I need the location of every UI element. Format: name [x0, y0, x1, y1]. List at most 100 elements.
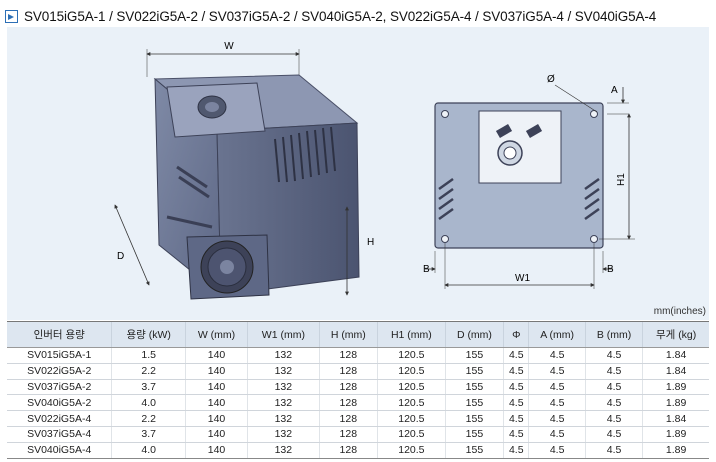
value-cell: 140 — [184, 394, 248, 412]
column-header: H1 (mm) — [376, 321, 446, 348]
value-cell: 4.5 — [503, 347, 529, 364]
value-cell: 140 — [184, 347, 248, 364]
isometric-view: W — [114, 41, 374, 300]
title-row: SV015iG5A-1 / SV022iG5A-2 / SV037iG5A-2 … — [5, 5, 656, 27]
column-header: A (mm) — [528, 321, 586, 348]
value-cell: 1.89 — [642, 426, 709, 443]
value-cell: 128 — [318, 410, 378, 427]
value-cell: 155 — [444, 394, 504, 412]
label-w: W — [224, 41, 234, 52]
value-cell: 4.5 — [528, 410, 586, 427]
label-a: A — [611, 85, 618, 96]
arrow-box-icon — [5, 9, 18, 23]
value-cell: 4.5 — [503, 394, 529, 412]
model-cell: SV022iG5A-4 — [7, 410, 112, 427]
label-h1: H1 — [616, 173, 627, 186]
dimension-drawing: W — [114, 41, 635, 300]
label-phi: Ø — [547, 74, 555, 85]
value-cell: 3.7 — [111, 426, 186, 443]
model-cell: SV022iG5A-2 — [7, 363, 112, 380]
column-header: H (mm) — [318, 321, 378, 348]
column-header: W1 (mm) — [247, 321, 320, 348]
front-view: Ø A H1 B B W1 — [423, 74, 635, 289]
value-cell: 1.5 — [111, 347, 186, 364]
value-cell: 1.89 — [642, 379, 709, 396]
value-cell: 120.5 — [376, 410, 446, 427]
model-cell: SV037iG5A-2 — [7, 379, 112, 396]
value-cell: 4.5 — [528, 379, 586, 396]
label-w1: W1 — [515, 273, 530, 284]
value-cell: 4.0 — [111, 394, 186, 412]
value-cell: 4.5 — [503, 410, 529, 427]
model-cell: SV015iG5A-1 — [7, 347, 112, 364]
value-cell: 128 — [318, 394, 378, 412]
column-header: Φ — [503, 321, 529, 348]
value-cell: 132 — [247, 394, 320, 412]
value-cell: 140 — [184, 379, 248, 396]
value-cell: 4.5 — [584, 379, 643, 396]
value-cell: 155 — [444, 347, 504, 364]
label-b-left: B — [423, 264, 430, 275]
value-cell: 155 — [444, 442, 504, 459]
column-header: 무게 (kg) — [642, 321, 709, 348]
value-cell: 132 — [247, 410, 320, 427]
value-cell: 4.5 — [528, 363, 586, 380]
value-cell: 1.84 — [642, 363, 709, 380]
value-cell: 4.5 — [528, 442, 586, 459]
value-cell: 128 — [318, 379, 378, 396]
value-cell: 4.5 — [503, 442, 529, 459]
value-cell: 128 — [318, 442, 378, 459]
column-header: W (mm) — [184, 321, 248, 348]
value-cell: 4.0 — [111, 442, 186, 459]
value-cell: 120.5 — [376, 426, 446, 443]
value-cell: 140 — [184, 426, 248, 443]
value-cell: 4.5 — [584, 394, 643, 412]
value-cell: 128 — [318, 363, 378, 380]
column-header: 인버터 용량 — [7, 321, 112, 348]
value-cell: 4.5 — [584, 363, 643, 380]
value-cell: 1.84 — [642, 347, 709, 364]
value-cell: 140 — [184, 410, 248, 427]
value-cell: 140 — [184, 363, 248, 380]
column-header: 용량 (kW) — [111, 321, 186, 348]
unit-note: mm(inches) — [653, 306, 706, 317]
value-cell: 4.5 — [528, 394, 586, 412]
value-cell: 120.5 — [376, 442, 446, 459]
column-header: D (mm) — [444, 321, 504, 348]
value-cell: 128 — [318, 426, 378, 443]
value-cell: 4.5 — [584, 442, 643, 459]
value-cell: 140 — [184, 442, 248, 459]
model-cell: SV037iG5A-4 — [7, 426, 112, 443]
column-header: B (mm) — [584, 321, 643, 348]
label-b-right: B — [607, 264, 614, 275]
value-cell: 4.5 — [584, 347, 643, 364]
value-cell: 132 — [247, 426, 320, 443]
value-cell: 3.7 — [111, 379, 186, 396]
value-cell: 155 — [444, 410, 504, 427]
value-cell: 155 — [444, 426, 504, 443]
value-cell: 4.5 — [503, 426, 529, 443]
model-cell: SV040iG5A-4 — [7, 442, 112, 459]
value-cell: 128 — [318, 347, 378, 364]
value-cell: 120.5 — [376, 347, 446, 364]
value-cell: 1.84 — [642, 410, 709, 427]
value-cell: 1.89 — [642, 394, 709, 412]
value-cell: 2.2 — [111, 363, 186, 380]
value-cell: 132 — [247, 363, 320, 380]
dimension-figure: W — [7, 27, 709, 320]
value-cell: 4.5 — [503, 379, 529, 396]
value-cell: 155 — [444, 363, 504, 380]
value-cell: 4.5 — [528, 347, 586, 364]
value-cell: 4.5 — [503, 363, 529, 380]
label-d: D — [117, 251, 124, 262]
